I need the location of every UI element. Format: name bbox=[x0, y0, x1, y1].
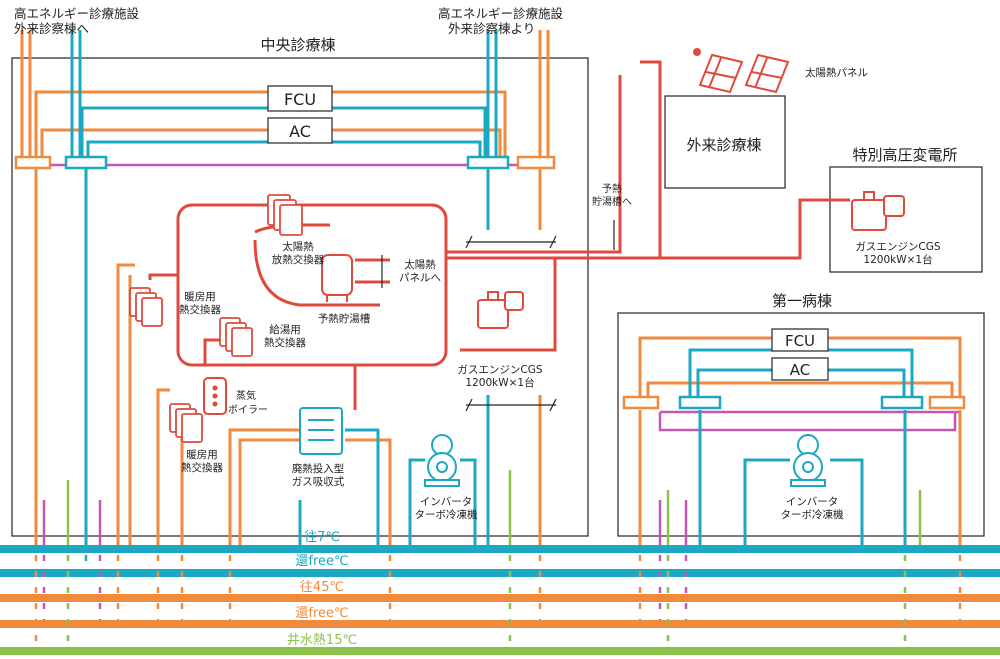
pipe-bracket-markers bbox=[381, 220, 615, 412]
central-fcu-label: FCU bbox=[284, 90, 316, 109]
ward1-turbo-line2: ターボ冷凍機 bbox=[781, 508, 844, 521]
top-right-line2: 外来診察棟より bbox=[448, 21, 535, 36]
central-building-title: 中央診療棟 bbox=[260, 36, 335, 54]
substation-cgs-line1: ガスエンジンCGS bbox=[855, 241, 940, 253]
central-turbo-line1: インバータ bbox=[420, 496, 473, 508]
outpatient-building-box bbox=[664, 95, 786, 189]
heating-hx2-line2: 熱交換器 bbox=[181, 461, 223, 474]
hotwater-hx-icon bbox=[219, 317, 253, 357]
solar-panel-to-line1: 太陽熱 bbox=[404, 258, 436, 271]
header-return-hw: 還free℃ bbox=[295, 606, 348, 621]
heating-hx-2-icon bbox=[169, 403, 203, 443]
substation-box bbox=[829, 166, 983, 273]
ward1-header-orange-right bbox=[928, 395, 966, 410]
heating-hx-1-icon bbox=[129, 287, 163, 327]
top-left-line1: 高エネルギー診療施設 bbox=[14, 6, 140, 21]
labels: 高エネルギー診療施設 外来診察棟へ 高エネルギー診療施設 外来診察棟より 中央診… bbox=[14, 6, 958, 648]
header-return-chw: 還free℃ bbox=[295, 554, 348, 569]
preheat-to-line1: 予熱 bbox=[602, 182, 622, 195]
header-supply-chw: 往7℃ bbox=[304, 530, 340, 545]
top-right-line1: 高エネルギー診療施設 bbox=[438, 6, 564, 21]
substation-cgs-icon bbox=[851, 191, 905, 231]
header-box-left-blue bbox=[64, 155, 108, 170]
ward1-header-blue-right bbox=[880, 395, 924, 410]
central-ac-label: AC bbox=[289, 122, 311, 141]
ward1-header-orange-left bbox=[622, 395, 660, 410]
steam-boiler-line1: 蒸気 bbox=[236, 389, 256, 402]
central-verticals bbox=[34, 168, 542, 545]
preheat-tank-icon bbox=[321, 254, 353, 302]
ward1-header-blue-left bbox=[678, 395, 722, 410]
solar-panel-icon bbox=[693, 48, 790, 94]
header-box-right-blue bbox=[466, 155, 510, 170]
ward1-building-box bbox=[617, 312, 985, 537]
header-stubs bbox=[34, 555, 962, 648]
central-turbo-chiller-icon bbox=[424, 434, 460, 487]
central-fcu-box bbox=[267, 85, 333, 112]
solar-panel-to-line2: パネルへ bbox=[399, 272, 441, 284]
substation-cgs-line2: 1200kW×1台 bbox=[863, 253, 932, 266]
ward1-fcu-label: FCU bbox=[785, 332, 815, 350]
solar-hx-line2: 放熱交換器 bbox=[272, 253, 325, 266]
ward1-turbo-line1: インバータ bbox=[786, 496, 839, 508]
hotwater-hx-line2: 熱交換器 bbox=[264, 336, 306, 349]
substation-title: 特別高圧変電所 bbox=[852, 146, 957, 164]
header-lines bbox=[0, 545, 1000, 655]
absorption-line2: ガス吸収式 bbox=[292, 475, 345, 488]
central-cgs-line2: 1200kW×1台 bbox=[465, 376, 534, 389]
steam-boiler-line2: ボイラー bbox=[228, 404, 268, 416]
outpatient-title: 外来診療棟 bbox=[686, 136, 761, 154]
header-box-right-orange bbox=[516, 155, 556, 170]
heating-hx1-line2: 熱交換器 bbox=[179, 303, 221, 316]
ward1-ac-box bbox=[771, 357, 829, 381]
header-box-left-orange bbox=[14, 155, 52, 170]
hotwater-hx-line1: 給湯用 bbox=[269, 323, 301, 336]
ward1-title: 第一病棟 bbox=[772, 292, 832, 310]
heating-hx2-line1: 暖房用 bbox=[186, 448, 218, 461]
ward1-turbo-chiller-icon bbox=[790, 434, 826, 487]
solar-panel-label: 太陽熱パネル bbox=[805, 66, 868, 79]
absorption-chiller-icon bbox=[299, 407, 343, 455]
preheat-tank-label: 予熱貯湯槽 bbox=[318, 312, 371, 325]
ward1-fcu-box bbox=[771, 328, 829, 352]
steam-boiler-icon bbox=[203, 377, 227, 415]
heating-hx1-line1: 暖房用 bbox=[184, 290, 216, 303]
header-supply-hw: 往45℃ bbox=[300, 580, 344, 595]
absorption-line1: 廃熱投入型 bbox=[292, 462, 345, 475]
solar-heat-exchanger-icon bbox=[267, 194, 303, 236]
central-cgs-icon bbox=[477, 291, 524, 329]
top-left-line2: 外来診察棟へ bbox=[14, 21, 89, 36]
central-turbo-line2: ターボ冷凍機 bbox=[415, 508, 478, 521]
central-cgs-line1: ガスエンジンCGS bbox=[457, 364, 542, 376]
preheat-to-line2: 貯湯槽へ bbox=[592, 195, 632, 208]
solar-hx-line1: 太陽熱 bbox=[282, 240, 314, 253]
header-well: 井水熱15℃ bbox=[287, 633, 357, 648]
central-ac-box bbox=[267, 117, 333, 144]
ward1-ac-label: AC bbox=[790, 361, 810, 379]
